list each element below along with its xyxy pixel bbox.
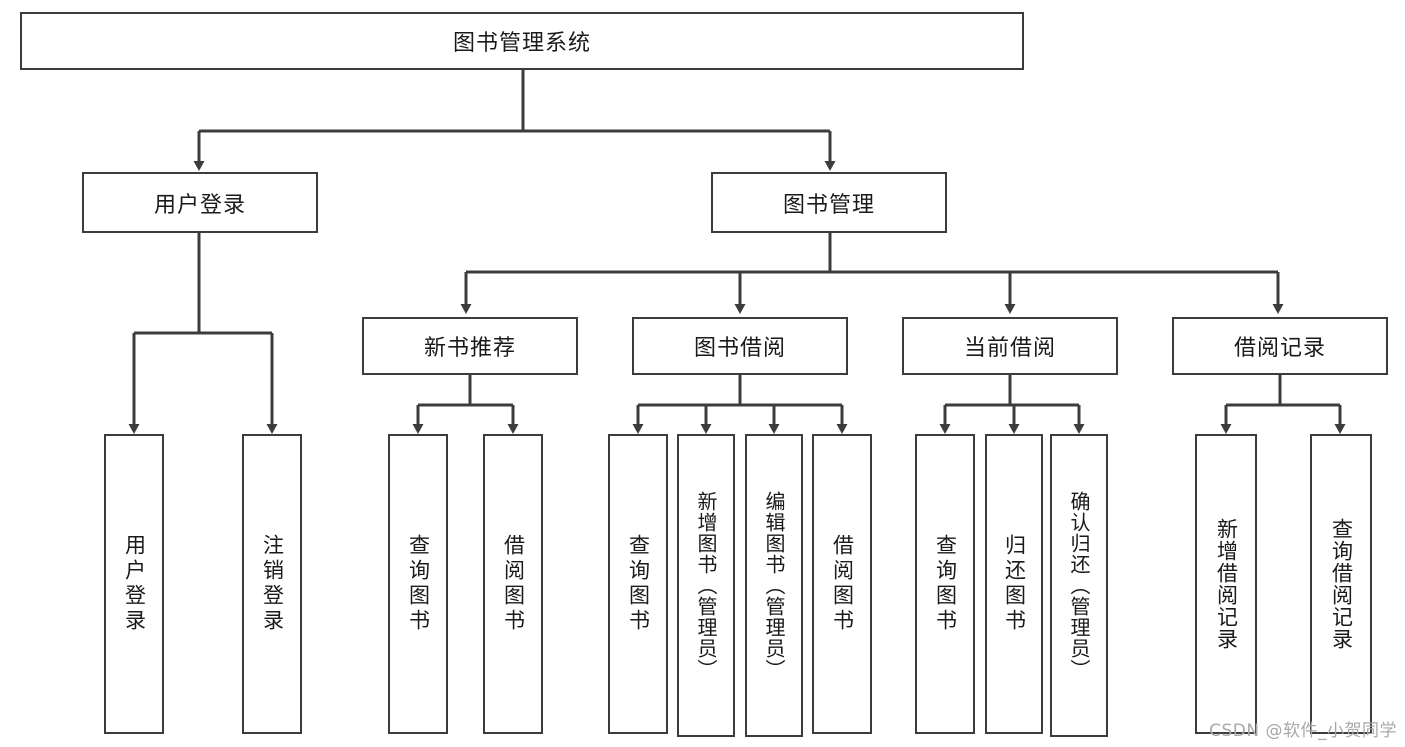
leaf-book-borrow-query[interactable]: 查询图书 <box>608 434 668 734</box>
node-user-login[interactable]: 用户登录 <box>82 172 318 233</box>
csdn-watermark: CSDN @软件_小贺同学 <box>1209 721 1397 741</box>
node-label: 新增借阅记录 <box>1214 518 1239 650</box>
node-label: 用户登录 <box>122 534 147 634</box>
leaf-current-borrow-query[interactable]: 查询图书 <box>915 434 975 734</box>
leaf-current-borrow-confirm-return[interactable]: 确认归还（管理员） <box>1050 434 1108 737</box>
node-label: 图书借阅 <box>693 336 786 361</box>
node-label: 借阅图书 <box>501 534 526 634</box>
node-label: 确认归还（管理员） <box>1067 491 1091 680</box>
node-label: 借阅记录 <box>1233 336 1326 361</box>
leaf-borrow-record-add[interactable]: 新增借阅记录 <box>1195 434 1257 734</box>
leaf-new-book-borrow[interactable]: 借阅图书 <box>483 434 543 734</box>
node-root-system[interactable]: 图书管理系统 <box>20 12 1024 70</box>
node-label: 查询图书 <box>626 534 651 634</box>
leaf-new-book-query[interactable]: 查询图书 <box>388 434 448 734</box>
leaf-book-borrow-edit[interactable]: 编辑图书（管理员） <box>745 434 803 737</box>
node-current-borrow[interactable]: 当前借阅 <box>902 317 1118 375</box>
node-borrow-record[interactable]: 借阅记录 <box>1172 317 1388 375</box>
leaf-book-borrow-add[interactable]: 新增图书（管理员） <box>677 434 735 737</box>
node-book-borrow[interactable]: 图书借阅 <box>632 317 848 375</box>
node-new-book-recommend[interactable]: 新书推荐 <box>362 317 578 375</box>
node-label: 图书管理 <box>782 192 875 218</box>
leaf-user-login-login[interactable]: 用户登录 <box>104 434 164 734</box>
node-label: 当前借阅 <box>963 336 1056 361</box>
node-label: 借阅图书 <box>830 534 855 634</box>
node-label: 归还图书 <box>1002 534 1027 634</box>
leaf-current-borrow-return[interactable]: 归还图书 <box>985 434 1043 734</box>
leaf-user-login-logout[interactable]: 注销登录 <box>242 434 302 734</box>
node-label: 查询图书 <box>933 534 958 634</box>
node-label: 查询借阅记录 <box>1329 518 1354 650</box>
node-label: 用户登录 <box>153 192 246 218</box>
node-label: 图书管理系统 <box>452 31 591 56</box>
leaf-borrow-record-query[interactable]: 查询借阅记录 <box>1310 434 1372 734</box>
node-label: 注销登录 <box>260 534 285 634</box>
node-label: 查询图书 <box>406 534 431 634</box>
leaf-book-borrow-borrow[interactable]: 借阅图书 <box>812 434 872 734</box>
node-label: 新增图书（管理员） <box>694 491 718 680</box>
node-book-management[interactable]: 图书管理 <box>711 172 947 233</box>
node-label: 编辑图书（管理员） <box>762 491 786 680</box>
node-label: 新书推荐 <box>423 336 516 361</box>
